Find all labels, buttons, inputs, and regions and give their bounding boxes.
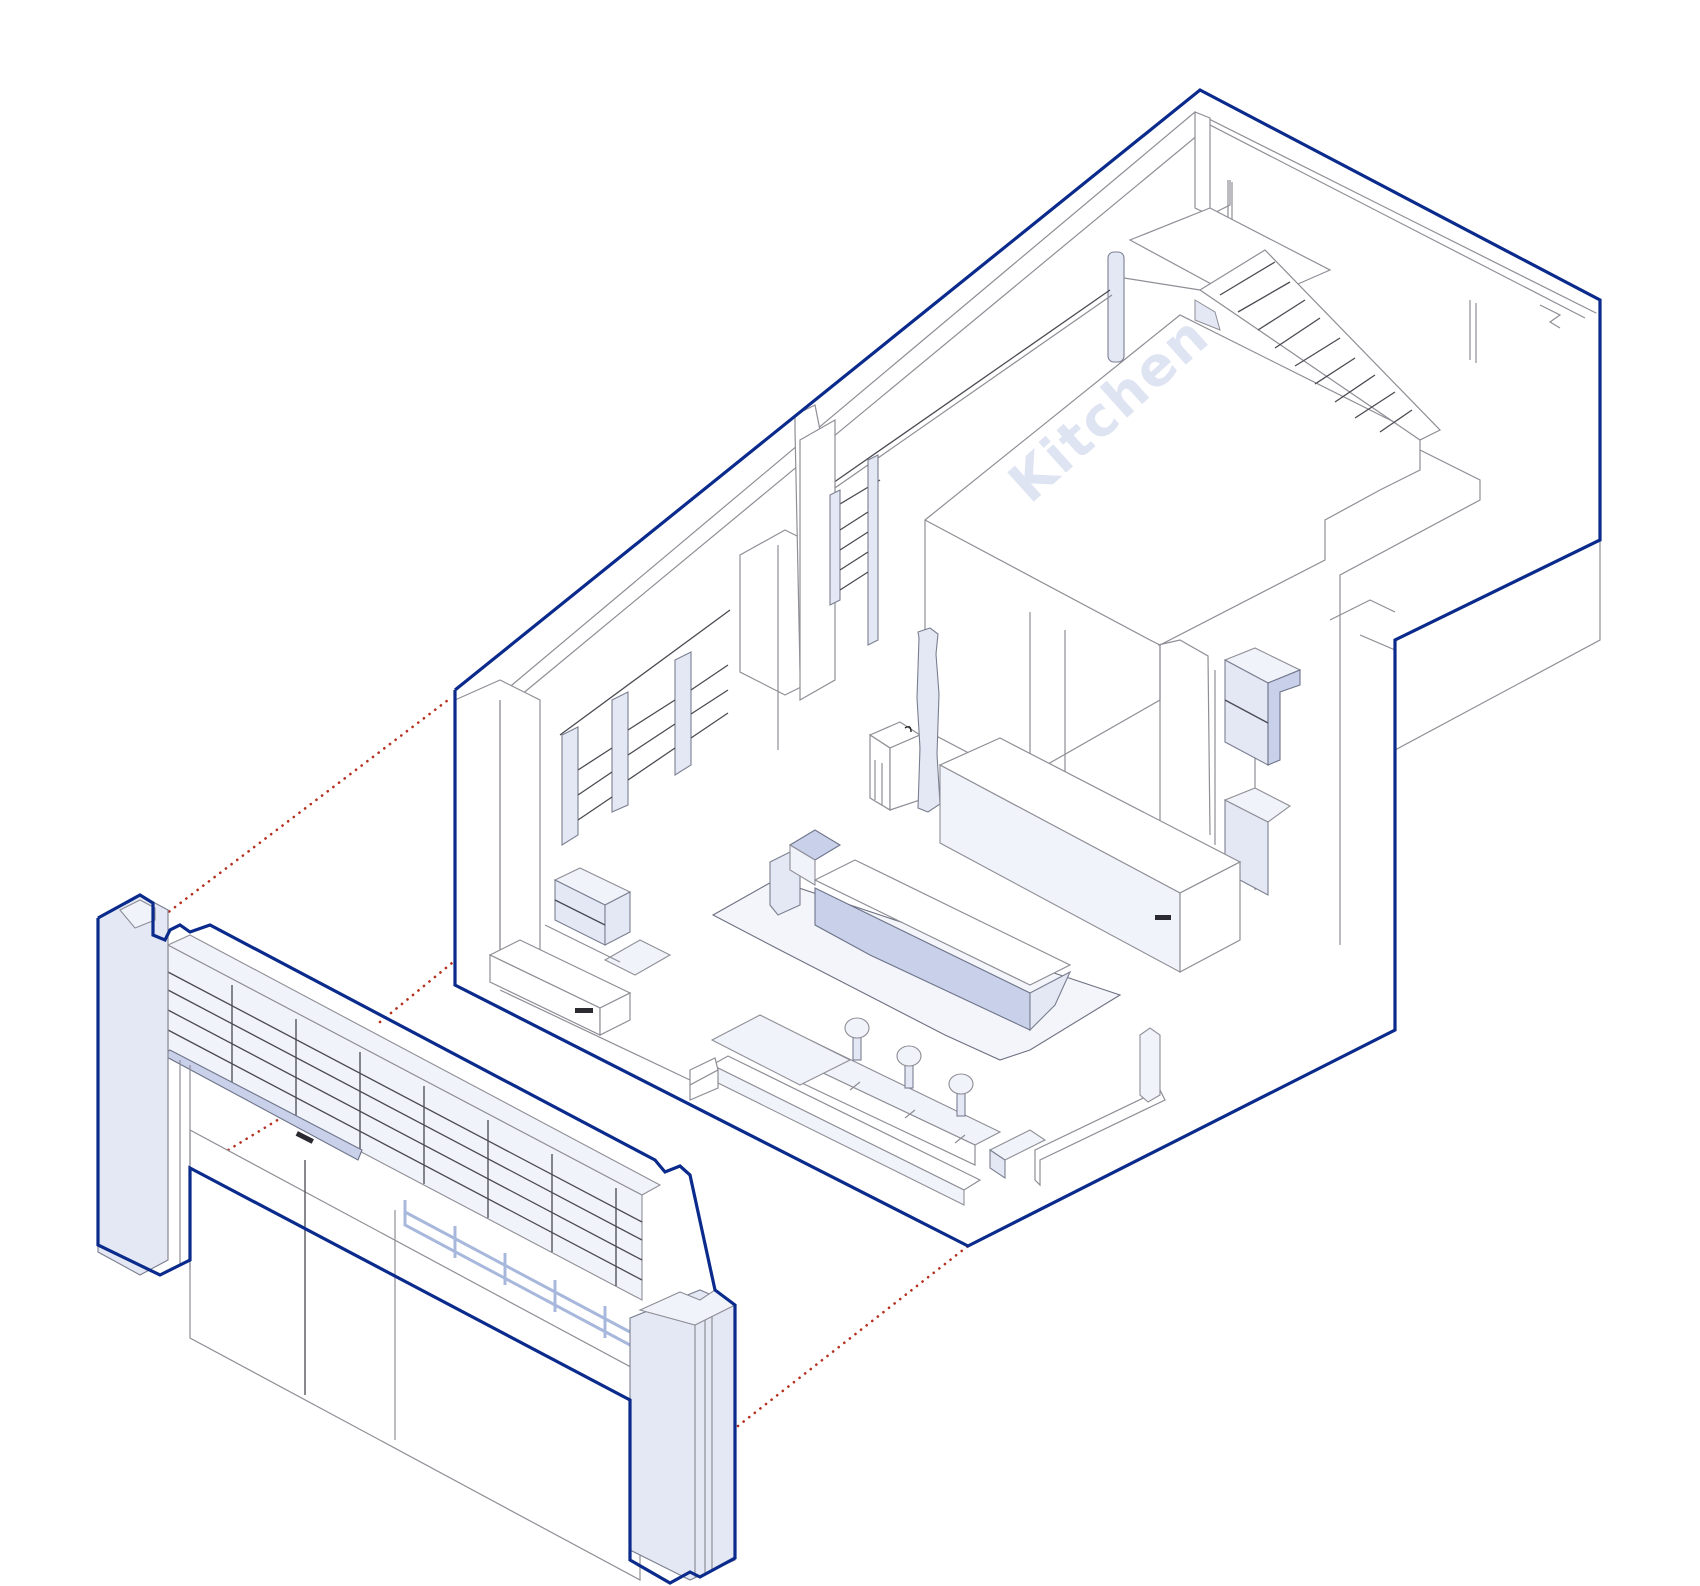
bar-seating bbox=[689, 1014, 1166, 1206]
wall-shelving bbox=[559, 454, 881, 846]
display-counter bbox=[938, 737, 1242, 973]
rough-column bbox=[916, 627, 941, 813]
storefront bbox=[96, 893, 737, 1585]
left-cabinet bbox=[544, 867, 672, 976]
stool-1 bbox=[844, 1017, 870, 1061]
signage-logo bbox=[295, 1131, 314, 1144]
sink bbox=[868, 721, 922, 812]
island-logo bbox=[1155, 915, 1171, 920]
stool-2 bbox=[896, 1045, 922, 1089]
central-island bbox=[769, 829, 1072, 1032]
column bbox=[1107, 251, 1125, 363]
staircase bbox=[1128, 207, 1442, 441]
projection-lines bbox=[156, 695, 970, 1428]
transom-window bbox=[403, 1200, 631, 1347]
stool-3 bbox=[948, 1073, 974, 1117]
counter-logo bbox=[575, 1008, 593, 1013]
front-bench bbox=[488, 939, 691, 1081]
main-room: Kitchen bbox=[453, 88, 1602, 1248]
